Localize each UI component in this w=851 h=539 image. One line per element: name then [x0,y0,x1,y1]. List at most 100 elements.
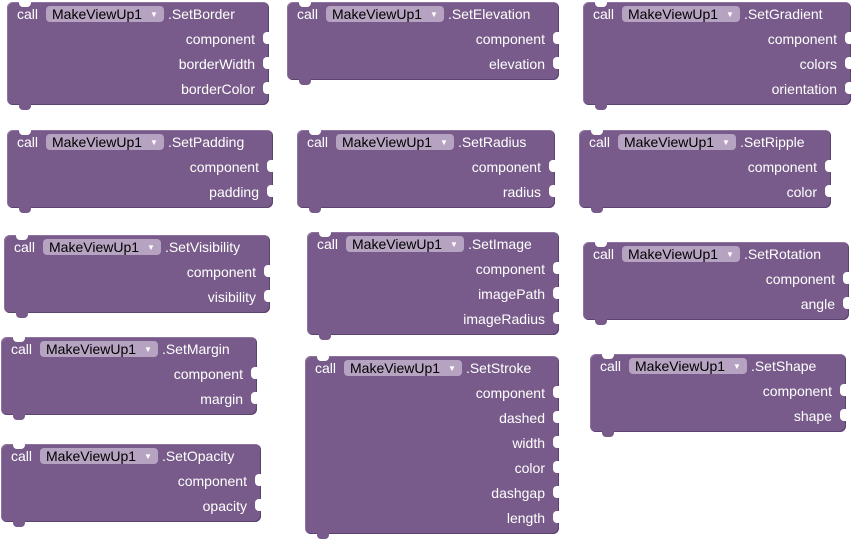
input-socket[interactable] [549,185,555,197]
block-header: call MakeViewUp1▼.SetVisibility [4,235,240,259]
input-socket[interactable] [553,262,559,274]
param-label-borderWidth: borderWidth [178,55,255,72]
input-socket[interactable] [255,499,261,511]
input-socket[interactable] [267,160,273,172]
input-socket[interactable] [553,386,559,398]
component-dropdown[interactable]: MakeViewUp1▼ [46,6,164,22]
input-socket[interactable] [549,160,555,172]
component-dropdown-label: MakeViewUp1 [46,448,137,464]
method-name: .SetVisibility [164,239,241,255]
call-keyword: call [307,134,329,150]
param-label-component: component [767,30,837,47]
dropdown-arrow-icon: ▼ [733,361,741,371]
component-dropdown[interactable]: MakeViewUp1 ▼ [618,134,736,150]
input-socket[interactable] [263,57,269,69]
input-socket[interactable] [251,367,257,379]
param-label-component: component [762,382,832,399]
input-socket[interactable] [553,32,559,44]
input-socket[interactable] [840,409,846,421]
component-dropdown-label: MakeViewUp1 [628,6,719,22]
method-name: .SetRotation [743,246,822,262]
input-socket[interactable] [845,32,851,44]
component-dropdown[interactable]: MakeViewUp1▼ [622,246,740,262]
component-dropdown[interactable]: MakeViewUp1▼ [346,236,464,252]
input-socket[interactable] [825,185,831,197]
input-socket[interactable] [845,82,851,94]
param-label-color: color [514,459,545,476]
input-socket[interactable] [843,272,849,284]
component-dropdown[interactable]: MakeViewUp1▼ [629,358,747,374]
input-socket[interactable] [843,297,849,309]
input-socket[interactable] [553,511,559,523]
method-name: .SetMargin [161,341,230,357]
dropdown-arrow-icon: ▼ [440,137,448,147]
dropdown-arrow-icon: ▼ [722,137,730,147]
input-socket[interactable] [263,32,269,44]
input-socket[interactable] [553,486,559,498]
component-dropdown[interactable]: MakeViewUp1▼ [344,360,462,376]
input-socket[interactable] [255,474,261,486]
call-keyword: call [589,134,611,150]
block-header: call MakeViewUp1▼.SetElevation [287,2,530,26]
input-socket[interactable] [251,392,257,404]
param-label-dashed: dashed [499,409,545,426]
param-label-component: component [189,158,259,175]
param-label-component: component [475,30,545,47]
input-socket[interactable] [264,265,270,277]
input-socket[interactable] [553,312,559,324]
component-dropdown-label: MakeViewUp1 [624,134,715,150]
param-label-component: component [475,384,545,401]
method-name: .SetElevation [447,6,531,22]
call-keyword: call [14,239,36,255]
param-label-shape: shape [793,407,832,424]
call-keyword: call [593,246,615,262]
param-label-angle: angle [800,295,835,312]
input-socket[interactable] [840,384,846,396]
input-socket[interactable] [553,461,559,473]
input-socket[interactable] [553,287,559,299]
dropdown-arrow-icon: ▼ [150,9,158,19]
input-socket[interactable] [553,57,559,69]
input-socket[interactable] [845,57,851,69]
component-dropdown[interactable]: MakeViewUp1▼ [43,239,161,255]
component-dropdown[interactable]: MakeViewUp1▼ [336,134,454,150]
input-socket[interactable] [553,411,559,423]
method-name: .SetPadding [167,134,245,150]
call-keyword: call [11,341,33,357]
call-keyword: call [297,6,319,22]
param-label-radius: radius [502,183,541,200]
method-name: .SetRipple [739,134,805,150]
component-dropdown[interactable]: MakeViewUp1▼ [40,341,158,357]
component-dropdown[interactable]: MakeViewUp1▼ [46,134,164,150]
call-keyword: call [17,134,39,150]
param-label-width: width [512,434,545,451]
input-socket[interactable] [267,185,273,197]
component-dropdown[interactable]: MakeViewUp1▼ [40,448,158,464]
param-label-component: component [475,260,545,277]
block-header: call MakeViewUp1▼.SetPadding [7,130,244,154]
block-header: call MakeViewUp1 ▼ .SetRipple [579,130,805,154]
input-socket[interactable] [263,82,269,94]
input-socket[interactable] [553,436,559,448]
component-dropdown[interactable]: MakeViewUp1▼ [326,6,444,22]
param-label-margin: margin [200,390,243,407]
input-socket[interactable] [825,160,831,172]
input-socket[interactable] [264,290,270,302]
component-dropdown[interactable]: MakeViewUp1▼ [622,6,740,22]
